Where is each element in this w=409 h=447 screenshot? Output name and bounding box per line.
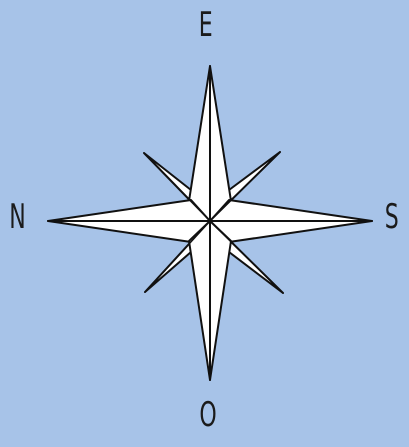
main-point-right: [210, 200, 372, 221]
main-point-left-shadow: [48, 221, 210, 242]
main-point-right-shadow: [210, 221, 372, 242]
main-point-bottom: [210, 221, 231, 380]
main-point-top-shadow: [189, 66, 210, 221]
main-point-left: [48, 200, 210, 221]
main-point-top: [210, 66, 231, 221]
main-point-bottom-shadow: [189, 221, 210, 380]
